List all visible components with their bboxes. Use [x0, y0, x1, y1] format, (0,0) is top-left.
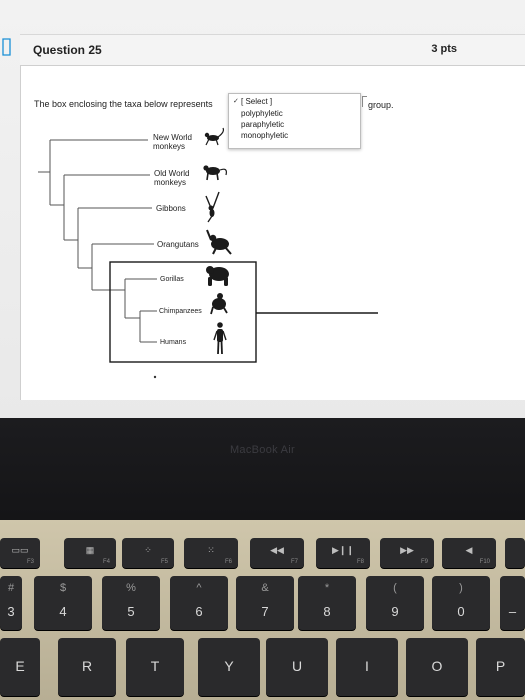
key-f4[interactable]: ▦ F4: [64, 538, 116, 568]
key-5[interactable]: % 5: [102, 576, 160, 630]
key-6[interactable]: ^ 6: [170, 576, 228, 630]
key-e[interactable]: E: [0, 638, 40, 696]
gorilla-silhouette: [206, 266, 229, 286]
key-8[interactable]: * 8: [298, 576, 356, 630]
taxon-label-gorillas: Gorillas: [160, 276, 184, 283]
key-f5[interactable]: ⁘ F5: [122, 538, 174, 568]
taxon-label-gibbons: Gibbons: [156, 204, 186, 213]
key-minus[interactable]: –: [500, 576, 525, 630]
taxon-label-humans: Humans: [160, 339, 187, 346]
keyboard-brightness-up-icon: ⁙: [207, 545, 215, 555]
key-4[interactable]: $ 4: [34, 576, 92, 630]
fast-forward-icon: ▶▶: [400, 545, 414, 555]
taxon-label-new-world: New World monkeys: [153, 133, 192, 151]
question-header: Question 25 3 pts: [20, 34, 525, 66]
cursor-dot: [153, 375, 157, 379]
question-flag-icon[interactable]: [2, 38, 11, 56]
new-world-monkey-silhouette: [204, 127, 225, 146]
dropdown-edge: [362, 96, 367, 107]
mission-control-icon: ▭▭: [11, 545, 29, 555]
key-o[interactable]: O: [406, 638, 468, 696]
key-t[interactable]: T: [126, 638, 184, 696]
key-7[interactable]: & 7: [236, 576, 294, 630]
key-9[interactable]: ( 9: [366, 576, 424, 630]
dropdown-option-polyphyletic[interactable]: polyphyletic: [241, 109, 283, 118]
laptop-brand-label: MacBook Air: [229, 444, 296, 456]
key-f6[interactable]: ⁙ F6: [184, 538, 238, 568]
key-3[interactable]: # 3: [0, 576, 22, 630]
question-title: Question 25: [33, 43, 102, 57]
key-r[interactable]: R: [58, 638, 116, 696]
key-p[interactable]: P: [476, 638, 525, 696]
dropdown-option-monophyletic[interactable]: monophyletic: [241, 131, 289, 140]
launchpad-icon: ▦: [85, 545, 95, 555]
phylogenetic-tree: [38, 127, 378, 379]
laptop-screen: Question 25 3 pts The box enclosing the …: [0, 0, 525, 418]
key-i[interactable]: I: [336, 638, 398, 696]
question-prompt: The box enclosing the taxa below represe…: [34, 99, 213, 109]
dropdown-selected[interactable]: [ Select ]: [241, 97, 273, 106]
clade-box: [109, 261, 257, 363]
gibbon-silhouette: [205, 191, 220, 223]
chevron-down-icon: ✓: [233, 98, 239, 105]
old-world-monkey-silhouette: [203, 165, 227, 181]
question-points: 3 pts: [431, 43, 457, 55]
rewind-icon: ◀◀: [270, 545, 284, 555]
key-f3[interactable]: ▭▭ F3: [0, 538, 40, 568]
taxon-label-orangutans: Orangutans: [157, 240, 199, 249]
human-silhouette: [213, 322, 227, 355]
taxon-label-old-world: Old World monkeys: [154, 169, 190, 187]
keyboard-deck: ▭▭ F3 ▦ F4 ⁘ F5 ⁙ F6 ◀◀ F7 ▶❙❙ F8 ▶▶ F9 …: [0, 520, 525, 700]
key-0[interactable]: ) 0: [432, 576, 490, 630]
key-u[interactable]: U: [266, 638, 328, 696]
key-y[interactable]: Y: [198, 638, 260, 696]
key-f7[interactable]: ◀◀ F7: [250, 538, 304, 568]
key-f11-partial[interactable]: [505, 538, 525, 568]
question-suffix: group.: [368, 100, 394, 110]
chimpanzee-silhouette: [210, 293, 228, 315]
play-pause-icon: ▶❙❙: [331, 545, 354, 555]
answer-dropdown[interactable]: ✓ [ Select ] polyphyletic paraphyletic m…: [228, 93, 361, 149]
mute-icon: ◀: [465, 545, 473, 555]
key-f9[interactable]: ▶▶ F9: [380, 538, 434, 568]
key-f8[interactable]: ▶❙❙ F8: [316, 538, 370, 568]
taxon-label-chimpanzees: Chimpanzees: [159, 308, 202, 315]
laptop-bezel: [0, 418, 525, 530]
dropdown-option-paraphyletic[interactable]: paraphyletic: [241, 120, 285, 129]
key-f10[interactable]: ◀ F10: [442, 538, 496, 568]
keyboard-brightness-down-icon: ⁘: [144, 545, 152, 555]
orangutan-silhouette: [206, 229, 232, 255]
